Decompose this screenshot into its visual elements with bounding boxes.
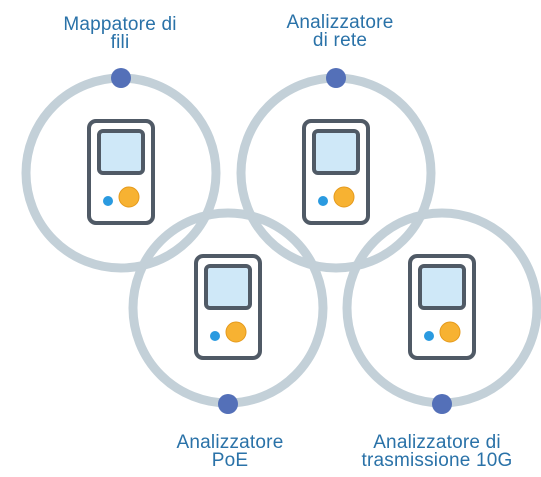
handheld-tester-icon [194,254,262,360]
device-screen [204,264,252,310]
node-label-transmission-analyzer: Analizzatore di trasmissione 10G [333,432,541,471]
node-dot-transmission-analyzer [432,394,452,414]
device-small-button [103,196,113,206]
device-main-button [118,186,140,208]
node-label-network-analyzer: Analizzatore di rete [240,12,440,51]
device-screen [418,264,466,310]
label-line: PoE [211,450,249,471]
handheld-tester-icon [302,119,370,225]
device-small-button [424,331,434,341]
label-line: Mappatore di [63,14,177,35]
handheld-tester-icon [408,254,476,360]
device-main-button [225,321,247,343]
device-small-button [318,196,328,206]
node-dot-poe-analyzer [218,394,238,414]
handheld-tester-icon [87,119,155,225]
device-screen [312,129,360,175]
label-line: di rete [312,30,368,51]
node-label-wire-mapper: Mappatore di fili [20,14,220,53]
device-main-button [439,321,461,343]
label-line: trasmissione 10G [361,450,513,471]
device-screen [97,129,145,175]
node-dot-wire-mapper [111,68,131,88]
label-line: Analizzatore di [373,432,501,453]
device-main-button [333,186,355,208]
node-label-poe-analyzer: Analizzatore PoE [130,432,330,471]
label-line: Analizzatore [176,432,284,453]
devices-layer [87,119,476,360]
device-small-button [210,331,220,341]
node-dot-network-analyzer [326,68,346,88]
label-line: Analizzatore [286,12,394,33]
label-line: fili [110,32,130,53]
node-dots-layer [111,68,452,414]
